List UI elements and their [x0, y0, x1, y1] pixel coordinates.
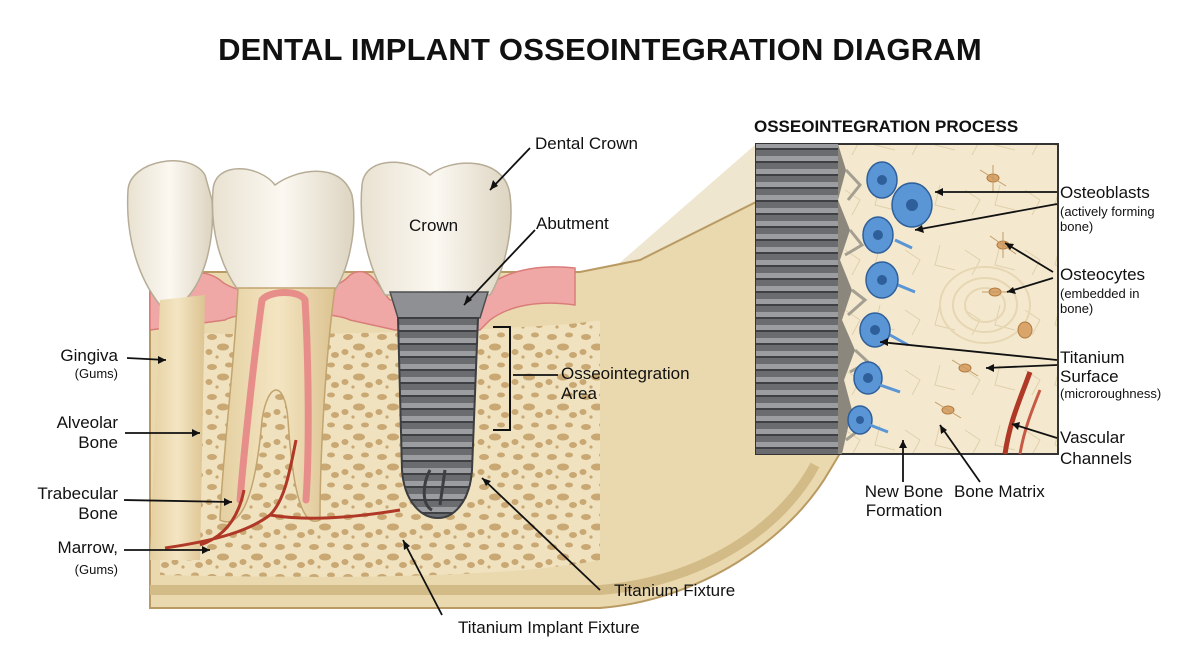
- gingiva-label: Gingiva: [60, 346, 118, 365]
- titanium-surface-label-line2: Surface: [1060, 367, 1119, 386]
- osseointegration-bracket: [493, 326, 511, 431]
- vascular-label-line2: Channels: [1060, 449, 1132, 468]
- crown-label: Crown: [409, 216, 459, 235]
- osteocytes-note-line2: bone): [1060, 301, 1094, 316]
- osseointegration-area-label-line1: Osseointegration: [561, 364, 690, 383]
- vascular-label-line1: Vascular: [1060, 428, 1125, 447]
- implant-crown-shape: [360, 161, 512, 296]
- bone-matrix-label: Bone Matrix: [954, 482, 1045, 501]
- dental-crown-label: Dental Crown: [535, 134, 638, 153]
- titanium-surface-note: (microroughness): [1060, 386, 1162, 401]
- jaw-cortical-edge: [150, 462, 820, 595]
- titanium-surface-label-line1: Titanium: [1060, 348, 1125, 367]
- blood-vessels: [164, 439, 401, 550]
- arrow-heads: [158, 180, 1020, 554]
- trabecular-label-line1: Trabecular: [37, 484, 118, 503]
- left-tooth: [126, 160, 214, 560]
- diagram-title: DENTAL IMPLANT OSSEOINTEGRATION DIAGRAM: [218, 32, 982, 67]
- osteoblasts-note-line1: (actively forming: [1060, 204, 1155, 219]
- implant-fixture-shape: [396, 317, 480, 520]
- trabecular-label-line2: Bone: [78, 504, 118, 523]
- osteoblasts-note-line2: bone): [1060, 219, 1094, 234]
- osteocytes-note-line1: (embedded in: [1060, 286, 1140, 301]
- alveolar-label-line2: Bone: [78, 433, 118, 452]
- titanium-fixture-label: Titanium Fixture: [614, 581, 736, 600]
- new-bone-label-line2: Formation: [865, 501, 943, 520]
- osteoblasts-label: Osteoblasts: [1060, 183, 1150, 202]
- inset-panel: [755, 143, 1059, 455]
- alveolar-label-line1: Alveolar: [56, 413, 118, 432]
- natural-tooth: [211, 168, 355, 523]
- titanium-implant-fixture-label: Titanium Implant Fixture: [458, 618, 640, 637]
- new-bone-label-line1: New Bone: [864, 482, 944, 501]
- marrow-note: (Gums): [74, 562, 118, 577]
- gingiva-note: (Gums): [74, 366, 118, 381]
- leader-lines: [123, 147, 1058, 616]
- abutment-label: Abutment: [536, 214, 609, 233]
- marrow-label: Marrow,: [57, 538, 118, 557]
- osteocytes-label: Osteocytes: [1060, 265, 1146, 284]
- abutment-shape: [388, 291, 490, 319]
- osseointegration-area-label-line2: Area: [561, 384, 597, 403]
- inset-title: OSSEOINTEGRATION PROCESS: [754, 117, 1019, 136]
